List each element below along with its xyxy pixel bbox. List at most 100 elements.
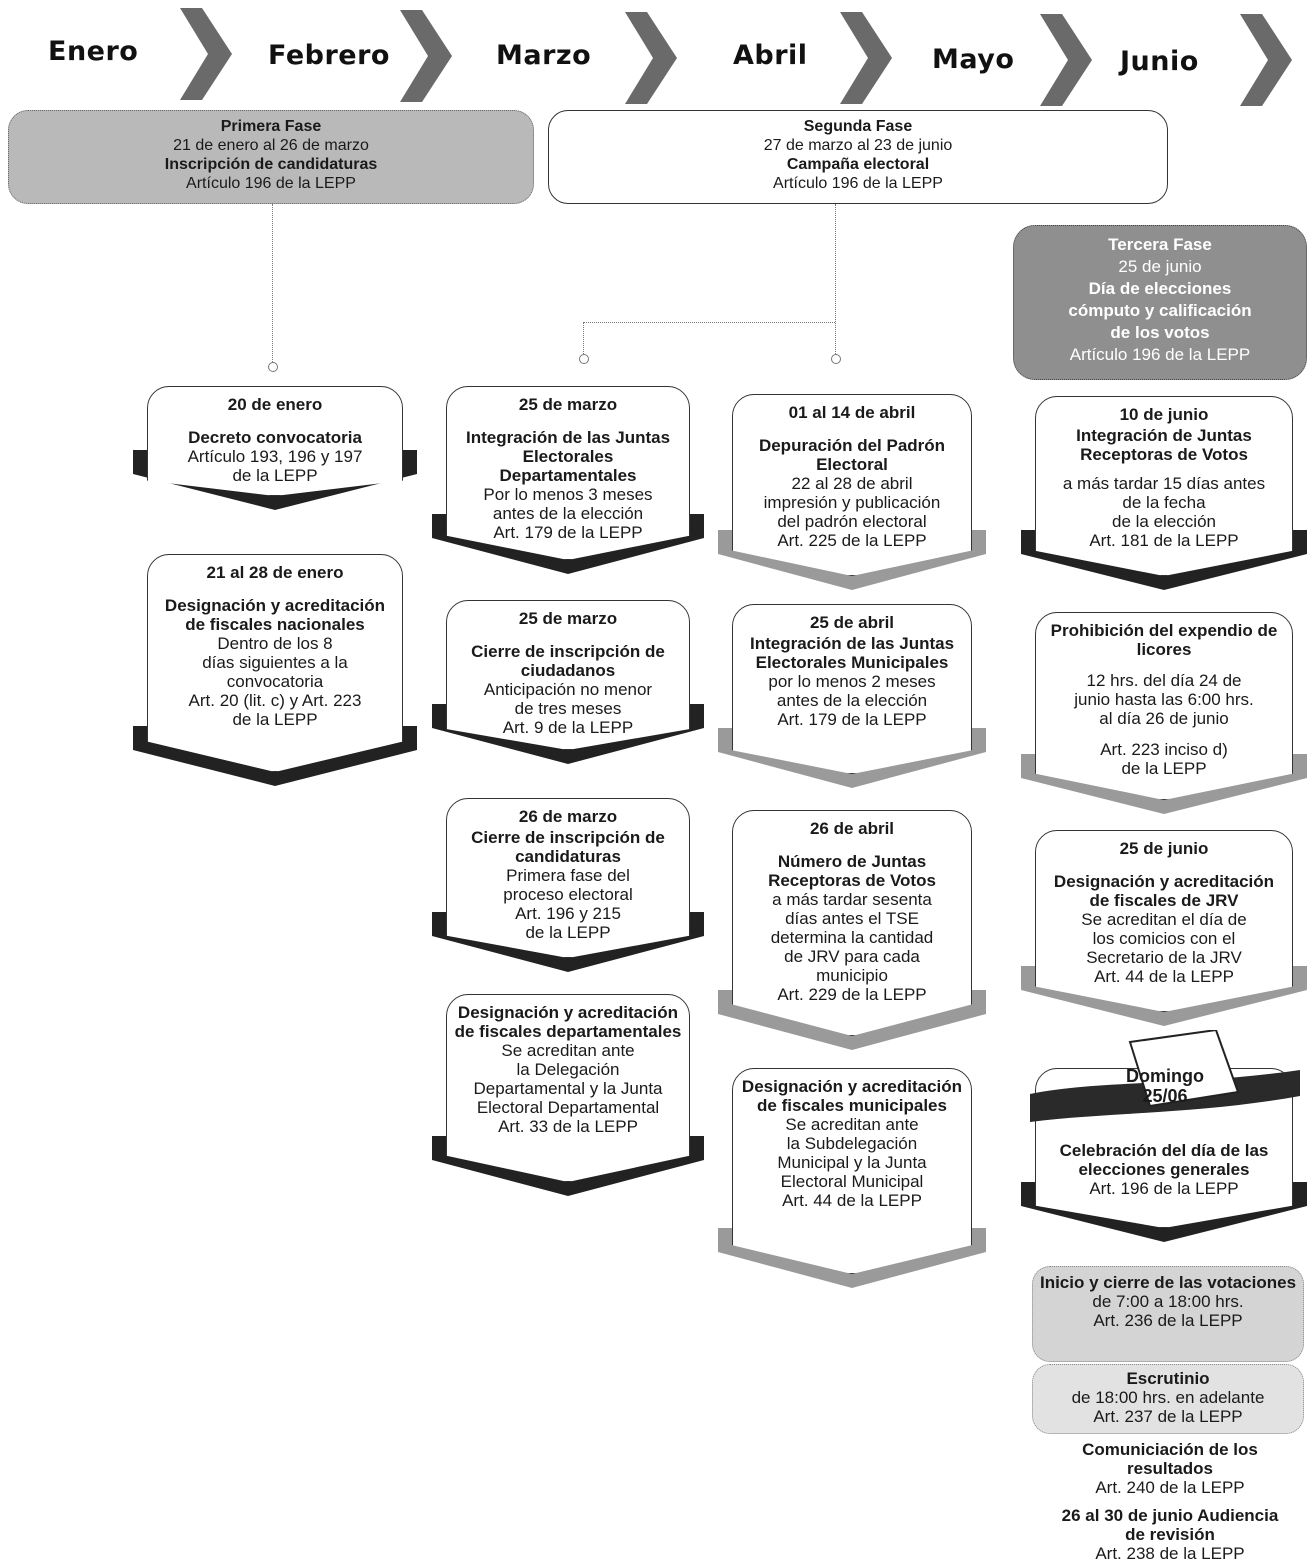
event-text: a más tardar sesenta — [772, 890, 932, 909]
event-text: Se acreditan ante — [501, 1041, 635, 1060]
event-title: Integración de las Juntas Electorales De… — [465, 428, 671, 485]
phase-name: de los votos — [1110, 323, 1210, 342]
event-text: de tres meses — [514, 699, 622, 718]
event-title: Decreto convocatoria — [188, 428, 362, 447]
event-text: Primera fase del — [506, 866, 630, 885]
info-box: Escrutinio de 18:00 hrs. en adelante Art… — [1032, 1364, 1304, 1434]
info-text: Art. 237 de la LEPP — [1093, 1407, 1243, 1426]
event-text: a más tardar 15 días antes — [1062, 474, 1266, 493]
connector-line — [835, 204, 836, 356]
chevron-right-icon — [180, 8, 232, 100]
event-text: del padrón electoral — [777, 512, 927, 531]
phase-title: Segunda Fase — [803, 118, 913, 135]
info-title: Comuniciación de los resultados — [1082, 1440, 1258, 1478]
month-mayo: Mayo — [932, 44, 1015, 75]
event-text: determina la cantidad — [770, 928, 934, 947]
connector-dot — [268, 362, 278, 372]
event-title: Depuración del Padrón Electoral — [758, 436, 946, 474]
phase-name: cómputo y calificación — [1068, 301, 1252, 320]
event-date: 20 de enero — [227, 395, 323, 414]
event-date: 21 al 28 de enero — [206, 563, 344, 582]
event-title: Integración de Juntas Receptoras de Voto… — [1076, 426, 1252, 464]
event-text: antes de la elección — [492, 504, 644, 523]
event-text: Art. 196 de la LEPP — [1089, 1179, 1239, 1198]
event-text: Art. 33 de la LEPP — [498, 1117, 638, 1136]
event-text: de la LEPP — [232, 466, 318, 485]
event-text: Art. 225 de la LEPP — [777, 531, 927, 550]
event-date: 25 de junio — [1119, 839, 1209, 858]
connector-dot — [579, 354, 589, 364]
event-date: 10 de junio — [1119, 405, 1209, 424]
event-card: Prohibición del expendio de licores 12 h… — [1021, 612, 1307, 814]
event-card: Designación y acreditación de fiscales d… — [432, 994, 704, 1196]
event-text: municipio — [816, 966, 888, 985]
phase-dates: 21 de enero al 26 de marzo — [173, 137, 369, 154]
phase-dates: 27 de marzo al 23 de junio — [763, 137, 953, 154]
event-text: de la fecha — [1122, 493, 1206, 512]
event-text: Dentro de los 8 — [217, 634, 333, 653]
info-text: de 18:00 hrs. en adelante — [1071, 1388, 1265, 1407]
month-enero: Enero — [48, 36, 139, 67]
month-junio: Junio — [1120, 46, 1199, 77]
phase-name: Día de elecciones — [1088, 279, 1232, 298]
phase-dates: 25 de junio — [1118, 257, 1202, 276]
event-card: 25 de junio Designación y acreditación d… — [1021, 830, 1307, 1026]
event-text: Electoral Departamental — [476, 1098, 660, 1117]
event-title: Designación y acreditación de fiscales n… — [164, 596, 386, 634]
phase-first: Primera Fase 21 de enero al 26 de marzo … — [8, 110, 534, 204]
event-date: 26 de abril — [809, 819, 895, 838]
event-date: 25 de abril — [809, 613, 895, 632]
chevron-right-icon — [840, 12, 892, 104]
event-text: impresión y publicación — [763, 493, 941, 512]
event-text: Art. 44 de la LEPP — [1094, 967, 1234, 986]
event-text: Por lo menos 3 meses — [483, 485, 653, 504]
chevron-right-icon — [1040, 14, 1092, 106]
event-text: de la elección — [1112, 512, 1216, 531]
event-text: Art. 223 inciso d) — [1100, 740, 1228, 759]
info-text: Art. 240 de la LEPP — [1095, 1478, 1245, 1497]
event-card: 25 de abril Integración de las Juntas El… — [718, 604, 986, 788]
event-text: los comicios con el — [1092, 929, 1236, 948]
month-marzo: Marzo — [496, 40, 592, 71]
ballot-label: Domingo 25/06 — [1126, 1066, 1204, 1106]
event-card: 20 de enero Decreto convocatoria Artícul… — [133, 386, 417, 510]
event-text: junio hasta las 6:00 hrs. — [1074, 690, 1254, 709]
event-title: Designación y acreditación de fiscales d… — [454, 1003, 682, 1041]
event-text: Se acreditan ante — [785, 1115, 919, 1134]
event-text: convocatoria — [226, 672, 324, 691]
event-title: Integración de las Juntas Electorales Mu… — [749, 634, 955, 672]
month-febrero: Febrero — [268, 40, 390, 71]
event-text: antes de la elección — [776, 691, 928, 710]
event-text: Municipal y la Junta — [777, 1153, 927, 1172]
event-text: Art. 196 y 215 — [515, 904, 621, 923]
event-title: Cierre de inscripción de ciudadanos — [471, 642, 665, 680]
event-title: Celebración del día de las elecciones ge… — [1059, 1141, 1269, 1179]
event-card: 26 de marzo Cierre de inscripción de can… — [432, 798, 704, 972]
event-date: 25 de marzo — [518, 609, 618, 628]
event-text: por lo menos 2 meses — [768, 672, 936, 691]
phase-name: Campaña electoral — [786, 156, 930, 173]
event-text: Art. 229 de la LEPP — [777, 985, 927, 1004]
chevron-right-icon — [625, 12, 677, 104]
event-text: Art. 179 de la LEPP — [493, 523, 643, 542]
event-text: 22 al 28 de abril — [791, 474, 913, 493]
info-text: Art. 236 de la LEPP — [1093, 1311, 1243, 1330]
ballot-box-icon — [1030, 1030, 1300, 1122]
phase-name: Inscripción de candidaturas — [164, 156, 378, 173]
event-text: al día 26 de junio — [1099, 709, 1229, 728]
event-title: Designación y acreditación de fiscales m… — [741, 1077, 963, 1115]
event-text: Art. 20 (lit. c) y Art. 223 — [188, 691, 362, 710]
connector-line — [583, 322, 584, 356]
event-text: Anticipación no menor — [483, 680, 653, 699]
month-abril: Abril — [733, 40, 808, 71]
event-card: 10 de junio Integración de Juntas Recept… — [1021, 396, 1307, 590]
chevron-right-icon — [1240, 14, 1292, 106]
event-text: de la LEPP — [1121, 759, 1207, 778]
event-title: Prohibición del expendio de licores — [1050, 621, 1278, 659]
connector-line — [583, 322, 835, 323]
event-text: Art. 9 de la LEPP — [502, 718, 634, 737]
phase-ref: Artículo 196 de la LEPP — [186, 175, 356, 192]
event-card: 26 de abril Número de Juntas Receptoras … — [718, 810, 986, 1050]
event-title: Cierre de inscripción de candidaturas — [471, 828, 665, 866]
event-text: Art. 44 de la LEPP — [782, 1191, 922, 1210]
